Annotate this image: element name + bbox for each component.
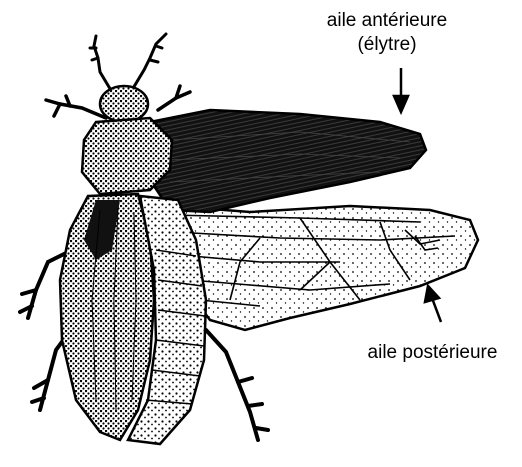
head [100,86,148,122]
arrow-hindwing [425,286,441,322]
arrow-forewing [394,68,408,112]
label-forewing-elytron: (élytre) [312,34,462,56]
label-hindwing: aile postérieure [345,342,520,364]
hind-wing [160,205,478,330]
antenna-right [132,34,166,90]
label-forewing: aile antérieure [312,10,462,32]
pronotum [82,118,172,194]
antenna-left [90,36,112,92]
fore-wing-elytron [150,110,426,212]
